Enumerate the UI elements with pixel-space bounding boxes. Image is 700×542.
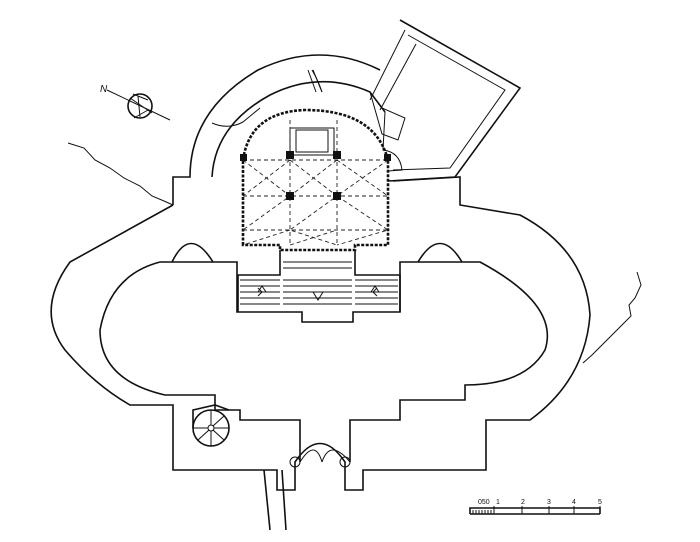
scale-tick-3: 3 — [547, 499, 551, 506]
choir-stairs — [237, 250, 401, 312]
pier — [286, 192, 294, 200]
spiral-staircase — [192, 404, 230, 447]
pier — [333, 192, 341, 200]
choir-apse — [241, 108, 390, 252]
scale-tick-0: 050 — [478, 499, 490, 506]
pier — [286, 151, 294, 159]
pier — [240, 154, 247, 161]
ambulatory — [172, 54, 406, 205]
outer-shell — [50, 176, 591, 491]
scale-tick-2: 2 — [521, 499, 525, 506]
north-label: N — [100, 84, 108, 95]
scale-tick-1: 1 — [496, 499, 500, 506]
piers — [240, 151, 391, 200]
scale-tick-5: 5 — [598, 499, 602, 506]
scale-tick-4: 4 — [572, 499, 576, 506]
terrain-contours — [67, 142, 642, 364]
entrance-passage — [263, 469, 287, 531]
inner-hall — [99, 261, 549, 468]
pier — [333, 151, 341, 159]
scale-bar: 050 1 2 3 4 5 — [469, 499, 602, 515]
side-niches — [171, 242, 463, 263]
sacristy — [369, 19, 522, 182]
north-arrow: N — [100, 84, 171, 121]
pier — [384, 154, 391, 161]
